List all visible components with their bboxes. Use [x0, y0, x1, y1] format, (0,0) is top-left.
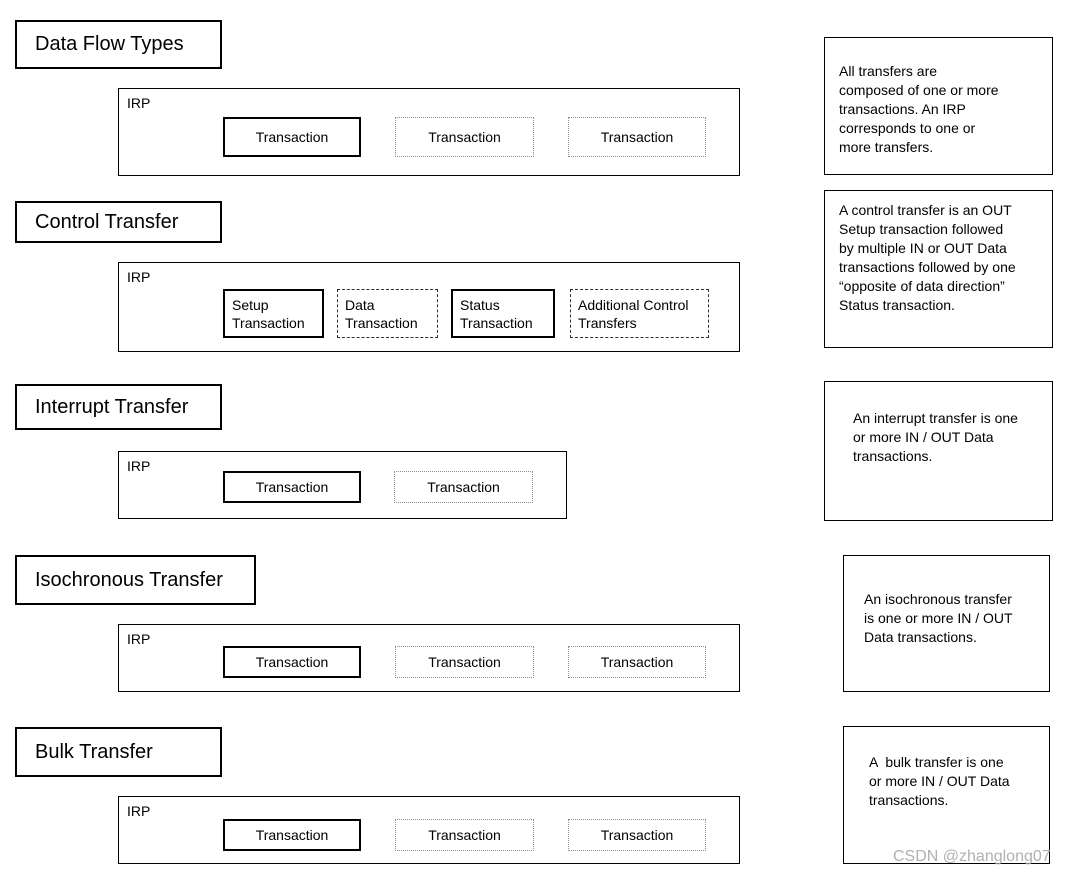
- transaction-box: Transaction: [223, 819, 361, 851]
- title-isochronous-transfer: Isochronous Transfer: [15, 555, 256, 605]
- note-control-transfer: A control transfer is an OUT Setup trans…: [824, 190, 1053, 348]
- transaction-box-ghost: Transaction: [568, 819, 706, 851]
- note-interrupt-transfer: An interrupt transfer is one or more IN …: [824, 381, 1053, 521]
- setup-transaction-box: Setup Transaction: [223, 289, 324, 338]
- irp-label: IRP: [127, 803, 151, 819]
- irp-label: IRP: [127, 631, 151, 647]
- transaction-box: Transaction: [223, 646, 361, 678]
- irp-box-bulk-transfer: IRP Transaction Transaction Transaction: [118, 796, 740, 864]
- note-data-flow-types: All transfers are composed of one or mor…: [824, 37, 1053, 175]
- transaction-box-ghost: Transaction: [395, 646, 534, 678]
- irp-box-control-transfer: IRP Setup Transaction Data Transaction S…: [118, 262, 740, 352]
- note-bulk-transfer: A bulk transfer is one or more IN / OUT …: [843, 726, 1050, 864]
- transaction-box-ghost: Transaction: [395, 117, 534, 157]
- irp-box-data-flow-types: IRP Transaction Transaction Transaction: [118, 88, 740, 176]
- status-transaction-box: Status Transaction: [451, 289, 555, 338]
- title-control-transfer: Control Transfer: [15, 201, 222, 243]
- transaction-box: Transaction: [223, 117, 361, 157]
- transaction-box-ghost: Transaction: [395, 819, 534, 851]
- transaction-box-ghost: Transaction: [568, 117, 706, 157]
- title-data-flow-types: Data Flow Types: [15, 20, 222, 69]
- additional-control-transfers-box: Additional Control Transfers: [570, 289, 709, 338]
- title-interrupt-transfer: Interrupt Transfer: [15, 384, 222, 430]
- watermark: CSDN @zhanglong07: [893, 848, 1051, 865]
- data-transaction-box: Data Transaction: [337, 289, 438, 338]
- irp-label: IRP: [127, 458, 151, 474]
- transaction-box: Transaction: [223, 471, 361, 503]
- irp-box-isochronous-transfer: IRP Transaction Transaction Transaction: [118, 624, 740, 692]
- irp-label: IRP: [127, 95, 151, 111]
- irp-label: IRP: [127, 269, 151, 285]
- irp-box-interrupt-transfer: IRP Transaction Transaction: [118, 451, 567, 519]
- note-isochronous-transfer: An isochronous transfer is one or more I…: [843, 555, 1050, 692]
- transaction-box-ghost: Transaction: [568, 646, 706, 678]
- title-bulk-transfer: Bulk Transfer: [15, 727, 222, 777]
- transaction-box-ghost: Transaction: [394, 471, 533, 503]
